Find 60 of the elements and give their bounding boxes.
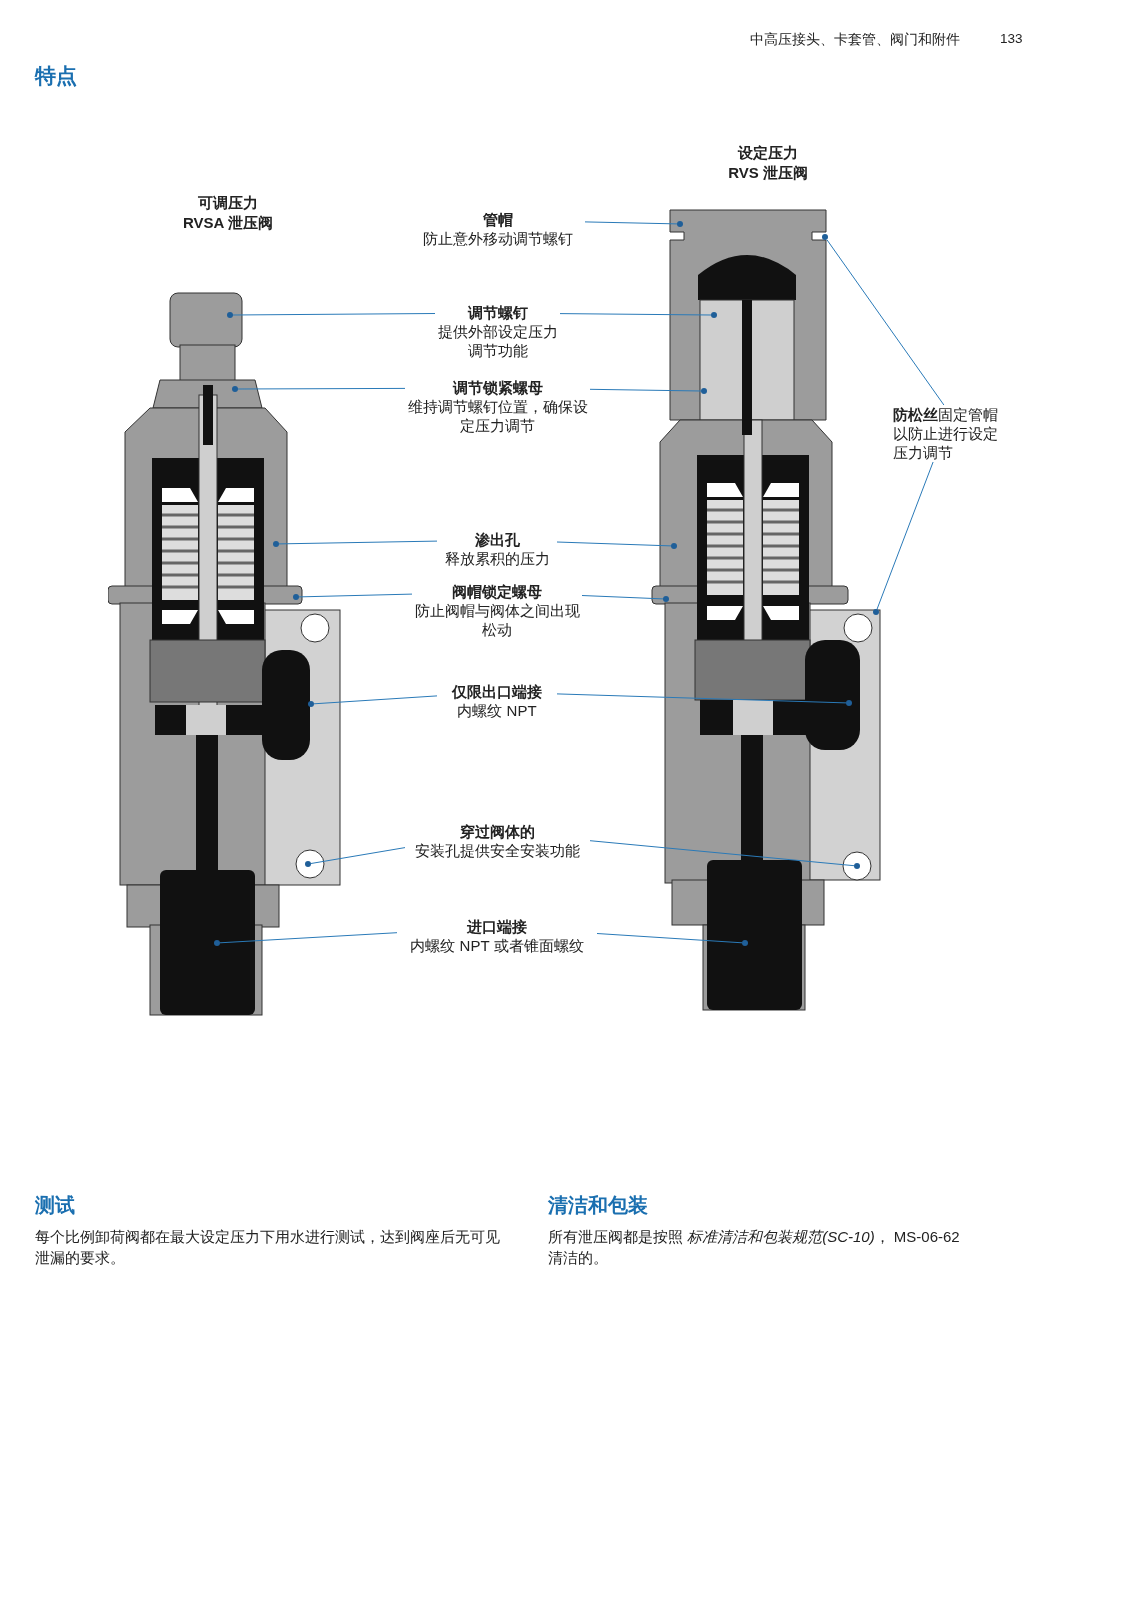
page-heading: 特点 [35, 63, 77, 89]
valve-title: 可调压力 RVSA 泄压阀 [182, 193, 274, 233]
valve-title: 设定压力 RVS 泄压阀 [727, 143, 809, 183]
leader-line [313, 695, 438, 705]
page-number: 133 [1000, 31, 1023, 46]
leader-line [219, 932, 398, 944]
leader-line [278, 540, 438, 545]
leader-point-dot [701, 388, 707, 394]
callout-heading: 渗出孔 [473, 530, 521, 549]
callout-text: 安装孔提供安全安装功能 [414, 841, 581, 860]
callout-text: 内螺纹 NPT 或者锥面螺纹 [409, 936, 585, 955]
callout-heading: 阀帽锁定螺母 [451, 582, 543, 601]
leader-point-dot [227, 312, 233, 318]
leader-point-dot [232, 386, 238, 392]
leader-line [556, 541, 672, 547]
leader-line [559, 313, 712, 316]
leader-point-dot [308, 701, 314, 707]
leader-point-dot [214, 940, 220, 946]
leader-line [876, 461, 934, 610]
paragraph: 每个比例卸荷阀都在最大设定压力下用水进行测试，达到阀座后无可见泄漏的要求。 [35, 1227, 501, 1268]
leader-line [232, 313, 436, 316]
callout-text: 防止意外移动调节螺钉 [421, 229, 574, 248]
section-heading: 测试 [35, 1193, 75, 1218]
leader-point-dot [711, 312, 717, 318]
leader-point-dot [846, 700, 852, 706]
callout-text: 提供外部设定压力调节功能 [436, 322, 559, 360]
leader-point-dot [663, 596, 669, 602]
section-heading: 清洁和包装 [548, 1193, 648, 1218]
callout-text: 防松丝固定管帽以防止进行设定压力调节 [893, 405, 999, 462]
leader-point-dot [854, 863, 860, 869]
leader-line [581, 595, 664, 600]
callout-text: 内螺纹 NPT [456, 701, 538, 720]
leader-line [237, 387, 406, 390]
callout-text: 防止阀帽与阀体之间出现松动 [413, 601, 581, 639]
leader-point-dot [873, 609, 879, 615]
callout-heading: 调节锁紧螺母 [451, 378, 544, 397]
leader-line [596, 933, 743, 944]
callout-heading: 仅限出口端接 [450, 682, 543, 701]
leader-line [556, 693, 847, 704]
leader-line [298, 593, 413, 598]
leader-line [310, 847, 406, 864]
leader-point-dot [677, 221, 683, 227]
leader-point-dot [305, 861, 311, 867]
paragraph: 所有泄压阀都是按照 标准清洁和包装规范(SC-10)， MS-06-62 清洁的。 [548, 1227, 961, 1268]
callout-heading: 穿过阀体的 [459, 822, 536, 841]
callout-heading: 管帽 [481, 210, 514, 229]
callout-text: 释放累积的压力 [443, 549, 551, 568]
leader-point-dot [742, 940, 748, 946]
leader-line [584, 221, 678, 225]
leader-line [589, 840, 855, 867]
leader-point-dot [671, 543, 677, 549]
callout-heading: 进口端接 [466, 917, 528, 936]
leader-point-dot [822, 234, 828, 240]
header-text: 中高压接头、卡套管、阀门和附件 [750, 31, 960, 49]
callout-text: 维持调节螺钉位置，确保设定压力调节 [406, 397, 589, 435]
leader-point-dot [293, 594, 299, 600]
callout-heading: 调节螺钉 [466, 303, 529, 322]
leader-line [589, 388, 702, 392]
leader-line [826, 239, 945, 406]
leader-point-dot [273, 541, 279, 547]
